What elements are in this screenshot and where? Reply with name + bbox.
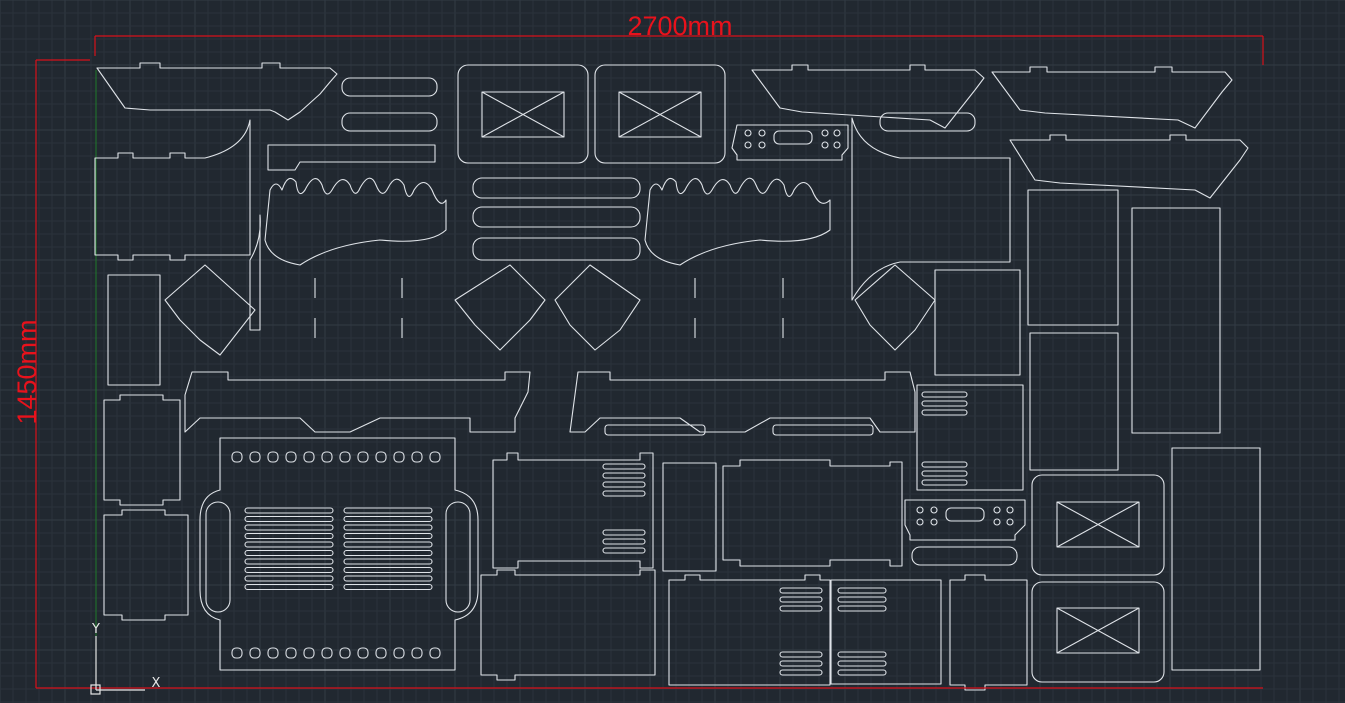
slot-rail-right-2: [772, 424, 874, 436]
height-dimension: 1450mm: [12, 59, 1263, 689]
part-lower-box-2: [668, 574, 831, 686]
part-right-mid-2: [916, 384, 1024, 491]
vertical-slots-left: [314, 278, 784, 338]
part-center-bracket-right: [554, 264, 641, 351]
flame-cutout-right: [644, 177, 831, 266]
part-top-right-rail-3: [1009, 134, 1249, 199]
part-vent-panel-1: [492, 452, 654, 569]
vent-slots-2: [779, 587, 823, 676]
part-center-bracket-left: [454, 264, 546, 351]
part-base-rail-right: [569, 371, 916, 433]
part-small-slot-bar-4: [911, 546, 1018, 566]
part-left-column-1: [107, 274, 161, 386]
part-x-panel-1-window: [481, 91, 565, 138]
part-left-column-3: [103, 509, 189, 621]
grill-slots: [231, 451, 441, 659]
flame-panel-left-edge: [249, 214, 261, 331]
part-grill-base: [199, 437, 479, 671]
part-flame-panel-left: [267, 144, 436, 171]
part-left-bracket: [164, 264, 256, 356]
part-x-panel-3: [1031, 474, 1165, 576]
vent-slots-4: [921, 391, 968, 486]
vent-slots-3: [837, 587, 887, 676]
part-base-rail-left: [184, 371, 531, 433]
slot-rail-right-1: [604, 424, 706, 436]
part-control-panel-lower: [904, 499, 1026, 541]
part-lower-box-1: [480, 569, 656, 681]
part-slot-bar-c: [472, 237, 641, 261]
part-control-panel-top: [731, 124, 849, 161]
ucs-x-label: X: [152, 676, 161, 691]
part-right-tall-1: [1027, 189, 1119, 326]
part-slot-bar-a: [472, 177, 641, 199]
part-right-bracket: [854, 264, 936, 351]
part-small-slot-bar-3: [879, 112, 976, 132]
cutting-layout: [94, 62, 1261, 691]
part-top-left-rail: [96, 62, 338, 121]
ucs-icon: Y X: [90, 622, 161, 695]
part-lower-box-4: [949, 574, 1028, 691]
flame-cutout-left: [264, 177, 447, 266]
height-dimension-label: 1450mm: [12, 319, 42, 424]
part-right-tall-3: [1131, 207, 1221, 434]
part-top-right-rail-2: [991, 66, 1233, 129]
part-right-mid-1: [934, 269, 1021, 376]
part-right-tall-4: [1171, 447, 1261, 671]
part-right-curve-panel: [851, 117, 1011, 301]
part-small-slot-bar-1: [341, 77, 438, 97]
part-x-panel-1: [457, 64, 589, 164]
part-lower-box-3: [830, 579, 942, 685]
part-center-narrow-1: [662, 462, 717, 572]
ucs-y-label: Y: [91, 622, 100, 637]
part-x-panel-2-window: [618, 91, 702, 138]
part-right-tall-2: [1029, 332, 1119, 471]
width-dimension: 2700mm: [94, 11, 1264, 65]
width-dimension-label: 2700mm: [627, 11, 732, 41]
part-small-slot-bar-2: [341, 112, 438, 132]
part-left-column-2: [103, 394, 181, 506]
part-top-right-rail-1: [751, 64, 985, 129]
part-x-panel-2: [594, 64, 726, 164]
part-slot-bar-b: [472, 206, 641, 228]
part-center-wide-1: [722, 459, 903, 567]
vent-slots-1: [602, 463, 646, 554]
part-left-side-panel: [94, 119, 251, 261]
part-x-panel-4: [1031, 581, 1165, 683]
